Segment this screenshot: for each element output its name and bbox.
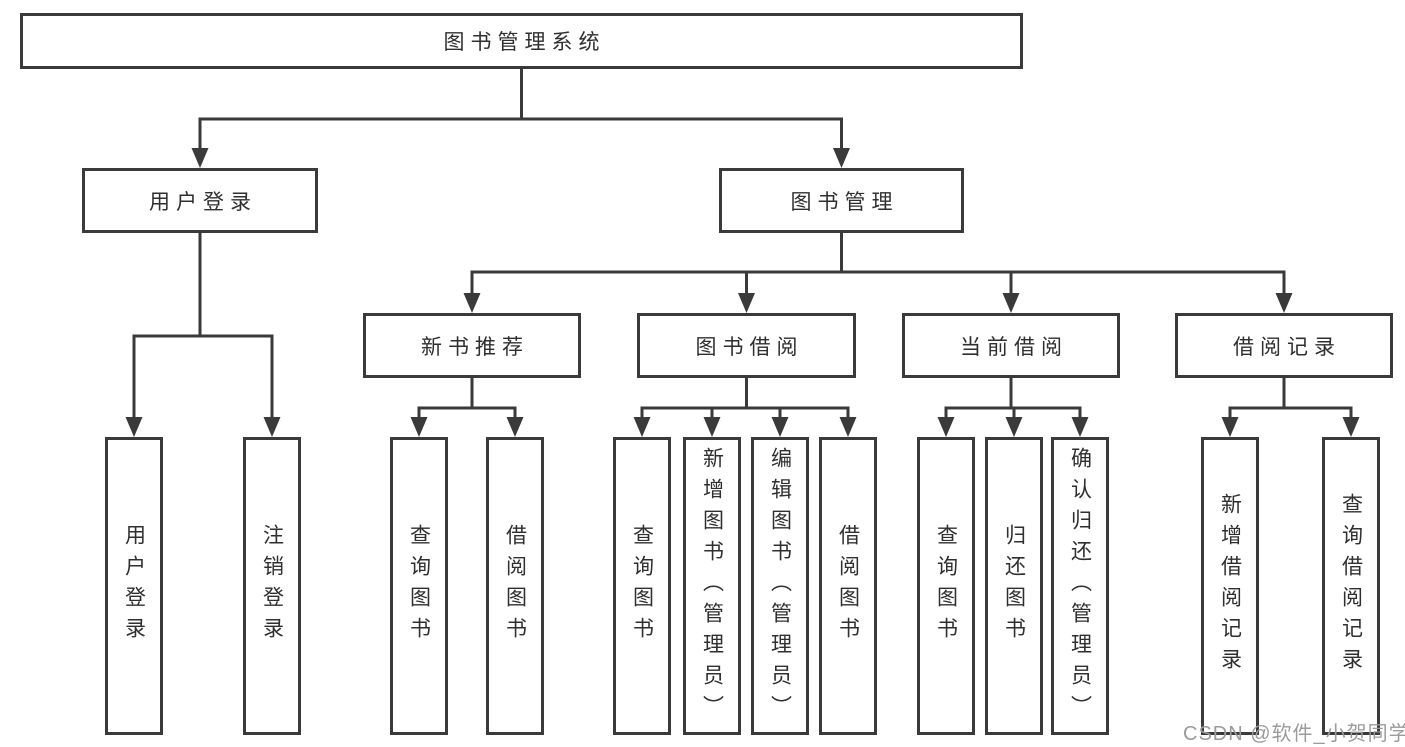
leaf-label: 用户登录 bbox=[122, 524, 146, 648]
leaf-return-books: 归还图书 bbox=[985, 437, 1043, 735]
node-label: 图书管理系统 bbox=[443, 31, 606, 54]
leaf-user-login: 用户登录 bbox=[105, 437, 163, 735]
leaf-edit-book-admin: 编辑图书（管理员） bbox=[751, 437, 809, 735]
node-new-book-recommend: 新书推荐 bbox=[363, 313, 581, 378]
leaf-label: 查询图书 bbox=[630, 524, 654, 648]
leaf-label: 查询借阅记录 bbox=[1339, 493, 1363, 679]
node-user-login: 用户登录 bbox=[82, 168, 318, 233]
leaf-logout: 注销登录 bbox=[243, 437, 301, 735]
leaf-label: 新增图书（管理员） bbox=[700, 446, 724, 726]
csdn-watermark: CSDN @软件_小贺同学 bbox=[1183, 723, 1405, 745]
node-borrow-records: 借阅记录 bbox=[1175, 313, 1393, 378]
leaf-label: 查询图书 bbox=[407, 524, 431, 648]
leaf-add-borrow-record: 新增借阅记录 bbox=[1201, 437, 1259, 735]
leaf-confirm-return-admin: 确认归还（管理员） bbox=[1051, 437, 1109, 735]
leaf-label: 借阅图书 bbox=[503, 524, 527, 648]
node-label: 借阅记录 bbox=[1233, 335, 1341, 359]
node-label: 当前借阅 bbox=[960, 335, 1068, 359]
leaf-label: 归还图书 bbox=[1002, 524, 1026, 648]
node-library-management-system: 图书管理系统 bbox=[20, 13, 1023, 69]
leaf-label: 确认归还（管理员） bbox=[1068, 446, 1092, 726]
node-current-borrow: 当前借阅 bbox=[902, 313, 1120, 378]
leaf-label: 借阅图书 bbox=[836, 524, 860, 648]
node-label: 用户登录 bbox=[149, 190, 257, 214]
leaf-borrow-books: 借阅图书 bbox=[819, 437, 877, 735]
leaf-query-books-current: 查询图书 bbox=[917, 437, 975, 735]
node-label: 图书管理 bbox=[790, 190, 899, 214]
leaf-label: 新增借阅记录 bbox=[1218, 493, 1242, 679]
node-label: 图书借阅 bbox=[695, 335, 804, 359]
leaf-borrow-books-recommend: 借阅图书 bbox=[486, 437, 544, 735]
leaf-add-book-admin: 新增图书（管理员） bbox=[683, 437, 741, 735]
leaf-query-borrow-record: 查询借阅记录 bbox=[1322, 437, 1380, 735]
leaf-label: 编辑图书（管理员） bbox=[768, 446, 792, 726]
leaf-label: 查询图书 bbox=[934, 524, 958, 648]
node-book-borrow: 图书借阅 bbox=[637, 313, 856, 378]
leaf-query-books-recommend: 查询图书 bbox=[390, 437, 448, 735]
leaf-query-books-borrow: 查询图书 bbox=[613, 437, 671, 735]
node-label: 新书推荐 bbox=[421, 335, 529, 359]
node-book-management: 图书管理 bbox=[719, 168, 964, 233]
leaf-label: 注销登录 bbox=[260, 524, 284, 648]
